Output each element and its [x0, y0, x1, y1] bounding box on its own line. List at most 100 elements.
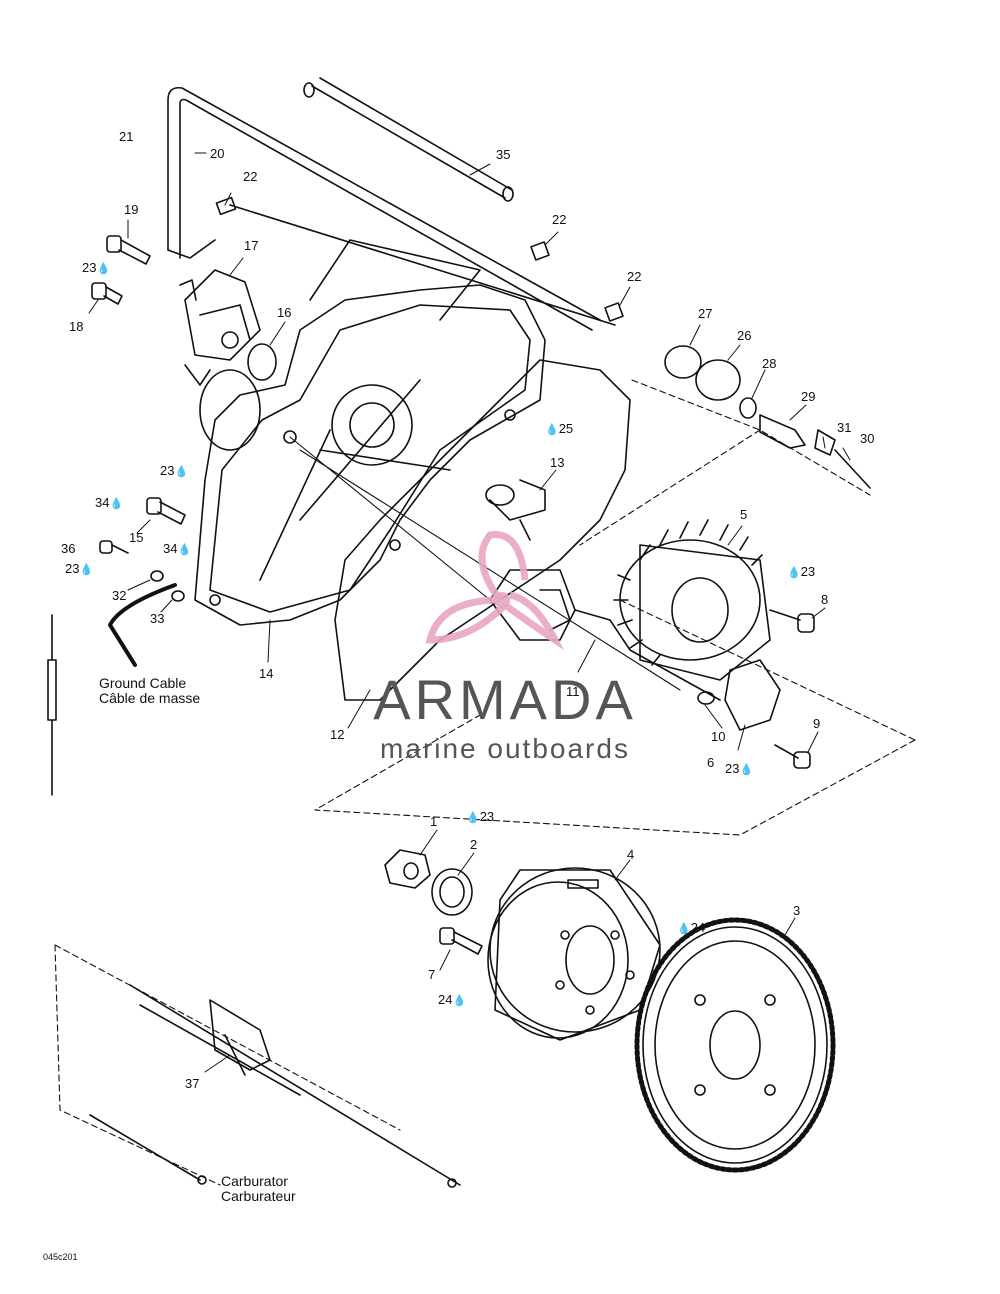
- callout-34: 34💧: [163, 542, 191, 556]
- callout-23: 23💧: [82, 261, 110, 275]
- lubricant-drop-icon: 💧: [452, 995, 467, 1007]
- part-35-tube: [303, 77, 514, 202]
- callout-21: 21: [119, 129, 134, 144]
- part-32-washer: [150, 570, 164, 582]
- part-18-screw: [91, 282, 123, 305]
- callout-23-number: 23: [160, 463, 175, 478]
- part-1-nut: [384, 849, 431, 889]
- callout-24: 💧24: [677, 921, 705, 935]
- part-7-screw: [439, 927, 483, 955]
- callout-10: 10: [711, 729, 726, 744]
- callout-4: 4: [627, 847, 635, 862]
- drawing-code: 045c201: [43, 1252, 78, 1262]
- carburator-caption: Carburator Carburateur: [221, 1174, 296, 1203]
- callout-1: 1: [430, 814, 438, 829]
- callout-26: 26: [737, 328, 752, 343]
- callout-5: 5: [740, 507, 748, 522]
- part-37-cable: [89, 984, 461, 1188]
- part-22-clamp-b: [530, 241, 550, 261]
- callout-25: 💧25: [545, 422, 573, 436]
- callout-23-number: 23: [82, 260, 97, 275]
- callout-14: 14: [259, 666, 274, 681]
- part-20-tube: [167, 86, 601, 331]
- callout-23: 23💧: [160, 464, 188, 478]
- part-2-washer: [431, 868, 473, 916]
- callout-22: 22: [627, 269, 642, 284]
- part-19-screw: [106, 235, 151, 265]
- watermark-logo-center: [494, 592, 510, 608]
- part-10: [697, 691, 715, 705]
- part-3-ring-gear: [634, 917, 836, 1173]
- callout-24-number: 24: [690, 920, 706, 935]
- part-33-washer: [171, 590, 185, 602]
- callout-33: 33: [150, 611, 165, 626]
- watermark-subtitle: marine outboards: [380, 733, 630, 764]
- part-8-screw: [769, 609, 815, 633]
- lubricant-drop-icon: 💧: [787, 567, 801, 579]
- callout-23-number: 23: [479, 809, 495, 824]
- lubricant-drop-icon: 💧: [174, 466, 189, 478]
- callout-19: 19: [124, 202, 139, 217]
- callout-23: 23💧: [65, 562, 93, 576]
- callout-23: 💧23: [466, 810, 494, 824]
- part-9-screw: [774, 744, 811, 769]
- callout-23-number: 23: [65, 561, 80, 576]
- part-17-block: [179, 269, 261, 386]
- callout-23-number: 23: [725, 761, 740, 776]
- carburator-caption-en: Carburator: [221, 1173, 288, 1189]
- callout-23-number: 23: [800, 564, 816, 579]
- callout-24: 24💧: [438, 993, 466, 1007]
- callout-34-number: 34: [95, 495, 110, 510]
- lubricant-drop-icon: 💧: [677, 923, 691, 935]
- part-29: [759, 414, 806, 449]
- callout-32: 32: [112, 588, 127, 603]
- callout-6: 6: [707, 755, 715, 770]
- part-6-bracket: [724, 659, 781, 731]
- ground-cable-caption-fr: Câble de masse: [99, 689, 201, 706]
- part-16-o-ring: [247, 343, 277, 381]
- lubricant-drop-icon: 💧: [109, 498, 124, 510]
- callout-31: 31: [837, 420, 852, 435]
- part-22-clamp-c: [604, 302, 624, 322]
- part-27-ring: [664, 345, 702, 379]
- part-4-flywheel: [487, 867, 661, 1041]
- watermark-title: ARMADA: [373, 668, 637, 731]
- callout-8: 8: [821, 592, 829, 607]
- callout-7: 7: [428, 967, 436, 982]
- part-5-stator: [613, 519, 771, 681]
- part-14-housing: [194, 239, 546, 626]
- part-35-rod: [229, 204, 616, 326]
- callout-18: 18: [69, 319, 84, 334]
- callout-9: 9: [813, 716, 821, 731]
- callout-3: 3: [793, 903, 801, 918]
- callout-23: 23💧: [725, 762, 753, 776]
- part-30: [834, 449, 871, 489]
- carburator-caption-fr: Carburateur: [221, 1187, 296, 1204]
- part-22-clamp-a: [215, 196, 237, 216]
- part-13: [485, 479, 546, 541]
- ground-cable-caption: Ground Cable Câble de masse: [99, 676, 200, 705]
- lubricant-drop-icon: 💧: [545, 424, 559, 436]
- part-31: [814, 429, 836, 456]
- callout-15: 15: [129, 530, 144, 545]
- ground-cable: [47, 583, 177, 796]
- lubricant-drop-icon: 💧: [79, 564, 94, 576]
- ground-cable-caption-en: Ground Cable: [99, 675, 187, 691]
- callout-28: 28: [762, 356, 777, 371]
- callout-25-number: 25: [558, 421, 574, 436]
- part-28: [739, 397, 757, 419]
- callout-2: 2: [470, 837, 478, 852]
- callout-12: 12: [330, 727, 345, 742]
- part-26: [695, 359, 741, 401]
- callout-20: 20: [210, 146, 225, 161]
- callout-11: 11: [566, 684, 580, 699]
- callout-29: 29: [801, 389, 816, 404]
- lubricant-drop-icon: 💧: [177, 544, 192, 556]
- callout-23: 💧23: [787, 565, 815, 579]
- callout-37: 37: [185, 1076, 200, 1091]
- callout-16: 16: [277, 305, 292, 320]
- callout-24-number: 24: [438, 992, 453, 1007]
- callout-36: 36: [61, 541, 76, 556]
- callout-30: 30: [860, 431, 875, 446]
